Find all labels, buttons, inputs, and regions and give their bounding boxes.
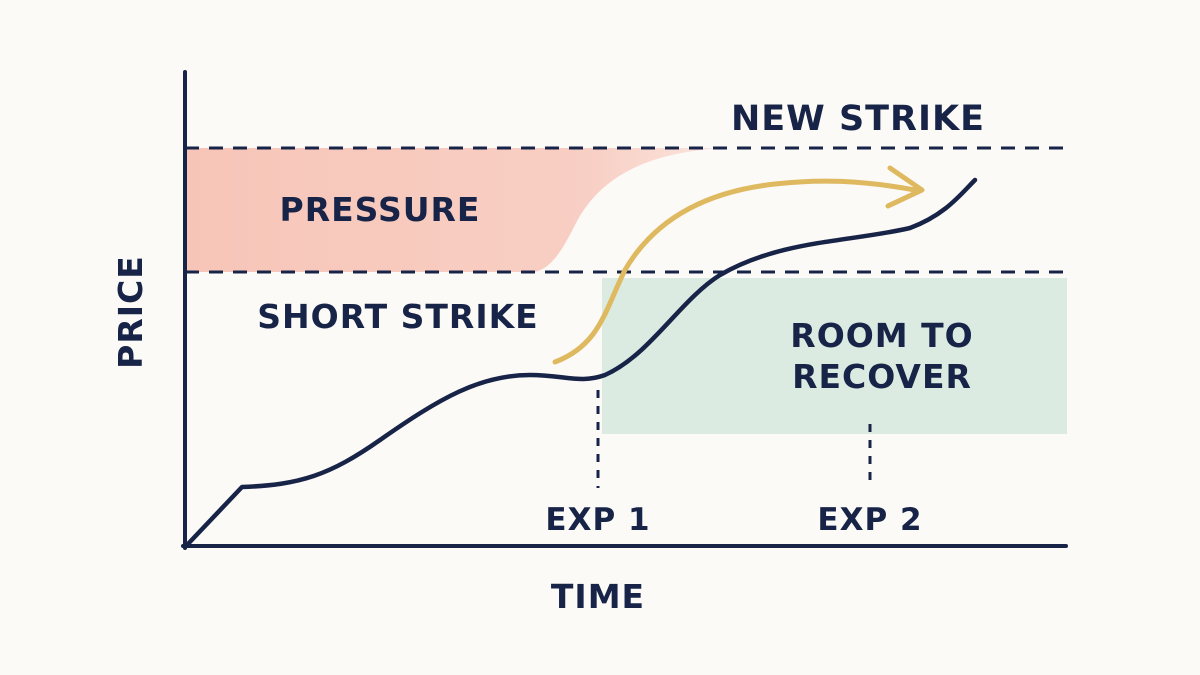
pressure-label: PRESSURE — [280, 190, 481, 229]
room-to-recover-label-line1: ROOM TO — [790, 316, 973, 355]
x-axis-label: TIME — [551, 577, 645, 616]
pressure-zone — [185, 148, 725, 272]
roll-arrowhead-icon — [885, 165, 925, 209]
exp2-label: EXP 2 — [817, 502, 922, 538]
recover-zone — [602, 278, 1067, 434]
roll-arrow-icon — [552, 178, 918, 365]
short-strike-label: SHORT STRIKE — [257, 297, 538, 336]
price-curve — [184, 177, 978, 548]
y-axis-label: PRICE — [111, 255, 150, 369]
new-strike-label: NEW STRIKE — [731, 99, 985, 139]
room-to-recover-label-line2: RECOVER — [792, 357, 972, 396]
exp1-label: EXP 1 — [545, 502, 650, 538]
